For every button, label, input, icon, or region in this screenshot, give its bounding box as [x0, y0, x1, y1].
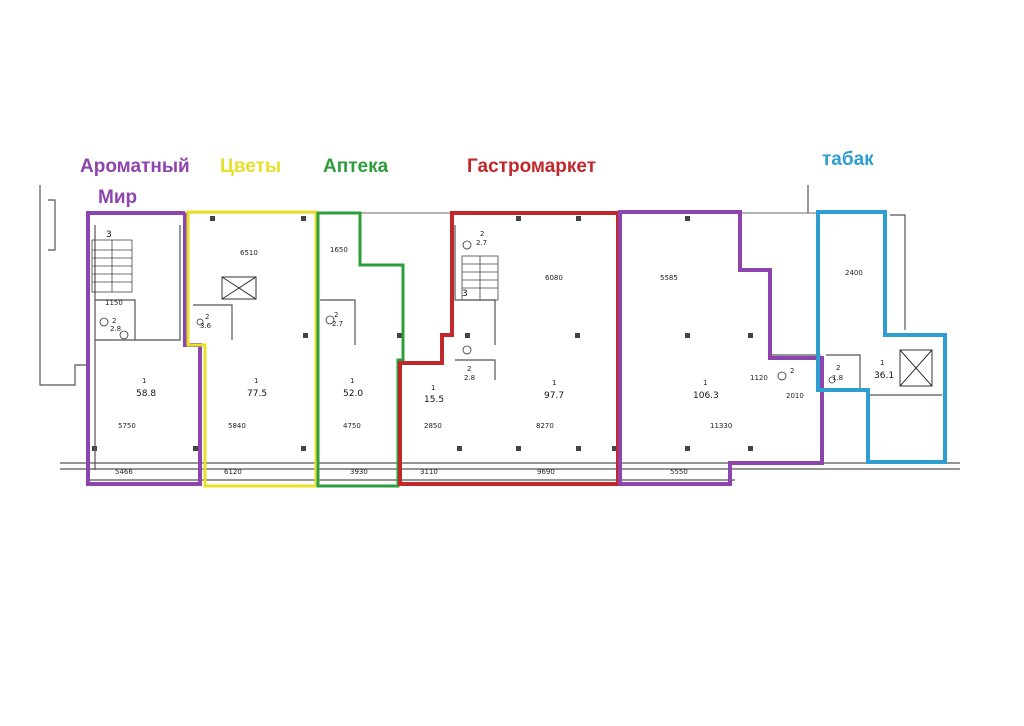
- outline-aromatny-mir-2: [618, 210, 824, 486]
- tenant-label-mir: Мир: [98, 187, 138, 208]
- room-num-r6-small: 2: [836, 364, 840, 372]
- room-num-r4-small-b: 2: [467, 365, 471, 373]
- stair-num-r1: 3: [106, 230, 112, 240]
- room-labels: 1 58.8 2 2.8 3 1 77.5 2 3.6 1 52.0 2 2.7…: [106, 230, 894, 405]
- stair-num-r4: 3: [462, 289, 468, 299]
- room-num-r2-small: 2: [205, 313, 209, 321]
- room-area-r4: 97.7: [544, 391, 564, 401]
- room-num-r1-small: 2: [112, 317, 116, 325]
- room-area-r3: 52.0: [343, 389, 363, 399]
- tenant-label-tsvety: Цветы: [220, 156, 282, 177]
- room-area-r5: 106.3: [693, 391, 719, 401]
- tenant-label-gastromarket: Гастромаркет: [467, 156, 597, 177]
- dim-13: 5585: [660, 274, 678, 282]
- outline-tsvety: [186, 210, 318, 488]
- stairs-gastro: [461, 255, 499, 301]
- room-area-r4a: 15.5: [424, 395, 444, 405]
- outline-gastromarket: [398, 211, 620, 486]
- dim-11: 11330: [710, 422, 732, 430]
- room-num-r4a: 1: [431, 384, 435, 392]
- room-area-r6: 36.1: [874, 371, 894, 381]
- room-num-r3: 1: [350, 377, 354, 385]
- room-num-r4-small: 2: [480, 230, 484, 238]
- elevator-tabak: [899, 349, 933, 387]
- room-area-r6-small: 1.8: [832, 374, 843, 382]
- dimension-labels: 5466 6120 3930 3110 9690 5550 5750 5840 …: [105, 246, 863, 476]
- dim-16: 2400: [845, 269, 863, 277]
- outline-apteka: [316, 211, 405, 488]
- dim-15: 1650: [330, 246, 348, 254]
- dim-2: 3930: [350, 468, 368, 476]
- room-num-r5: 1: [703, 379, 707, 387]
- tenant-label-tabak: табак: [822, 149, 874, 170]
- dim-10: 8270: [536, 422, 554, 430]
- dim-6: 5750: [118, 422, 136, 430]
- dim-18: 1120: [750, 374, 768, 382]
- outline-tabak: [816, 210, 947, 464]
- room-num-r2: 1: [254, 377, 258, 385]
- dim-5: 5550: [670, 468, 688, 476]
- outline-aromatny-mir: [86, 211, 202, 486]
- tenant-label-apteka: Аптека: [323, 156, 389, 177]
- room-area-r4-small: 2.7: [476, 239, 487, 247]
- dim-8: 4750: [343, 422, 361, 430]
- dim-4: 9690: [537, 468, 555, 476]
- dim-1: 6120: [224, 468, 242, 476]
- toilet-fixtures: [99, 240, 836, 384]
- dim-7: 5840: [228, 422, 246, 430]
- room-num-r5-small: 2: [790, 367, 794, 375]
- room-area-r3-small: 2.7: [332, 320, 343, 328]
- room-num-r3-small: 2: [334, 311, 338, 319]
- dim-3: 3110: [420, 468, 438, 476]
- dim-12: 6510: [240, 249, 258, 257]
- room-num-r1: 1: [142, 377, 146, 385]
- room-area-r2: 77.5: [247, 389, 267, 399]
- elevator-tsvety: [221, 276, 257, 300]
- stairs-aromatny: [91, 239, 133, 293]
- tenant-label-aromatny: Ароматный: [80, 156, 190, 177]
- room-num-r6: 1: [880, 359, 884, 367]
- room-area-r1: 58.8: [136, 389, 156, 399]
- dim-19: 2010: [786, 392, 804, 400]
- room-num-r4: 1: [552, 379, 556, 387]
- dim-9: 2850: [424, 422, 442, 430]
- dim-0: 5466: [115, 468, 133, 476]
- room-area-r2-small: 3.6: [200, 322, 212, 330]
- dim-14: 6080: [545, 274, 563, 282]
- room-area-r1-small: 2.8: [110, 325, 121, 333]
- dim-17: 1150: [105, 299, 123, 307]
- room-area-r4-small-b: 2.8: [464, 374, 475, 382]
